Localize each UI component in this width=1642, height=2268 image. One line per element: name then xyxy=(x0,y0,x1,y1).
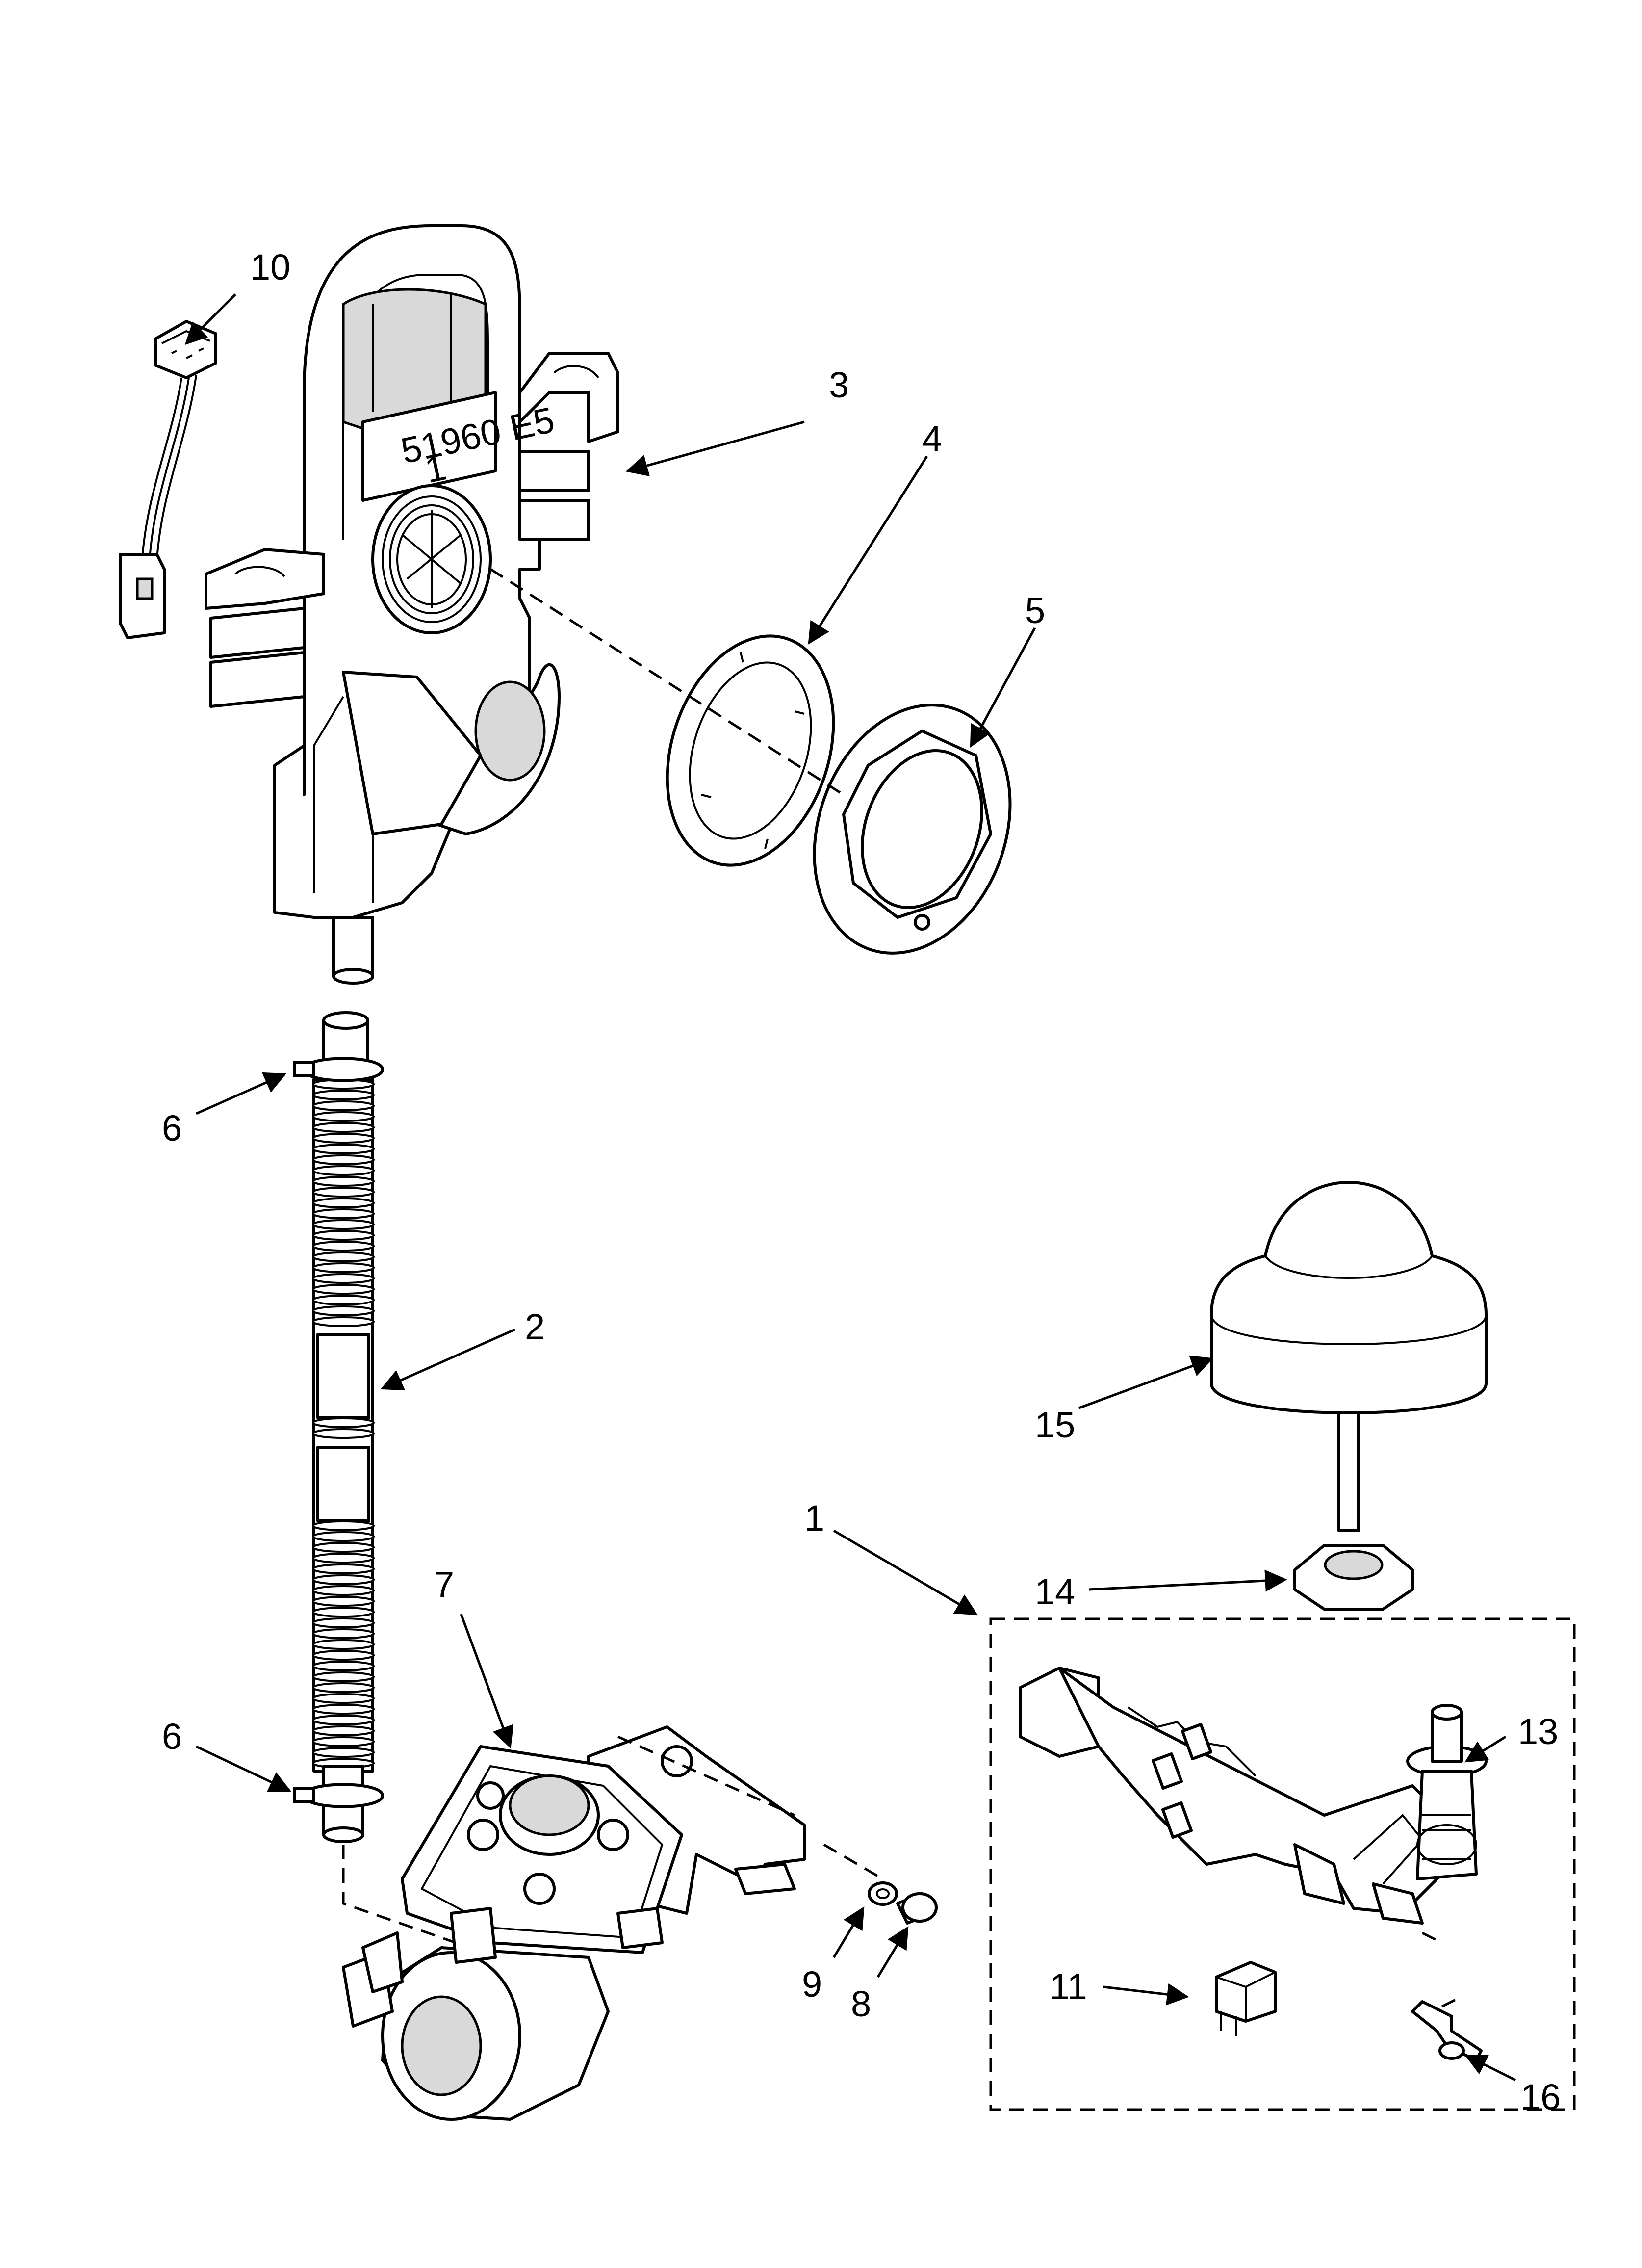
callout-1: 1 xyxy=(804,1498,824,1538)
hose-corrugation xyxy=(312,1671,375,1682)
hose-corrugation xyxy=(312,1316,375,1327)
hose-corrugation xyxy=(312,1628,375,1639)
hose-corrugation xyxy=(312,1607,375,1617)
hose-corrugation xyxy=(312,1428,375,1439)
part-13-float-guide[interactable] xyxy=(1406,1704,1488,1880)
hose-corrugation xyxy=(312,1176,375,1187)
hose-corrugation xyxy=(312,1305,375,1316)
callout-6-bottom: 6 xyxy=(162,1716,182,1757)
hose-corrugation xyxy=(312,1144,375,1154)
callout-5: 5 xyxy=(1025,590,1045,631)
hose-corrugation xyxy=(312,1564,375,1574)
part-6-hose-clamp-bottom[interactable] xyxy=(293,1783,384,1808)
hose-corrugation xyxy=(312,1100,375,1111)
hose-corrugation xyxy=(312,1661,375,1671)
callout-3: 3 xyxy=(829,365,849,405)
hose-corrugation xyxy=(312,1650,375,1661)
callout-14: 14 xyxy=(1035,1571,1075,1612)
part-5-nut[interactable] xyxy=(781,678,1044,981)
part-14-hex-nut[interactable] xyxy=(1293,1544,1414,1611)
hose-corrugation xyxy=(312,1262,375,1273)
hose-corrugation xyxy=(312,1284,375,1295)
part-7-water-valve[interactable] xyxy=(342,1725,806,2121)
part-10-wire-harness[interactable] xyxy=(119,320,217,639)
callout-10: 10 xyxy=(250,247,290,287)
assembly-line-16 xyxy=(1441,1995,1462,2008)
hose-corrugation xyxy=(312,1273,375,1284)
part-1-float-switch-bracket[interactable] xyxy=(1019,1667,1453,1925)
callout-9: 9 xyxy=(802,1964,822,2005)
part-11-micro-switch[interactable] xyxy=(1215,1961,1277,2036)
hose-corrugation xyxy=(312,1531,375,1542)
hose-corrugation xyxy=(312,1725,375,1736)
hose-corrugation xyxy=(312,1154,375,1165)
callout-8: 8 xyxy=(851,1983,871,2024)
hose-corrugation xyxy=(312,1693,375,1704)
callout-6-top: 6 xyxy=(162,1108,182,1148)
hose-corrugation xyxy=(312,1295,375,1305)
hose-corrugation xyxy=(312,1198,375,1208)
hose-corrugation xyxy=(312,1251,375,1262)
hose-corrugation xyxy=(312,1090,375,1100)
assembly-line-2-7 xyxy=(342,1845,457,1944)
hose-corrugation xyxy=(312,1219,375,1230)
hose-corrugation xyxy=(312,1704,375,1715)
hose-corrugation xyxy=(312,1639,375,1650)
part-4-gasket[interactable] xyxy=(640,614,862,886)
hose-corrugation xyxy=(312,1715,375,1725)
hose-corrugation xyxy=(312,1230,375,1241)
part-15-float[interactable] xyxy=(1210,1181,1488,1532)
part-2-fill-hose[interactable] xyxy=(312,1011,375,1843)
hose-corrugation xyxy=(312,1111,375,1122)
callout-16: 16 xyxy=(1520,2077,1561,2117)
hose-corrugation xyxy=(312,1520,375,1531)
assembly-line-7-bracket xyxy=(617,1735,884,1880)
callout-15: 15 xyxy=(1035,1405,1075,1445)
hose-corrugation xyxy=(312,1596,375,1607)
hose-corrugation xyxy=(312,1617,375,1628)
hose-corrugation xyxy=(312,1165,375,1176)
callout-2: 2 xyxy=(525,1306,545,1347)
callout-labels: 10 3 4 5 6 2 6 7 9 8 15 1 14 13 11 16 xyxy=(162,247,1561,2117)
hose-corrugation xyxy=(312,1682,375,1693)
hose-corrugation xyxy=(312,1574,375,1585)
part-3-fill-housing[interactable]: 51960 E5 1 xyxy=(205,224,619,985)
hose-corrugation xyxy=(312,1417,375,1428)
hose-corrugation xyxy=(312,1133,375,1144)
hose-corrugation xyxy=(312,1736,375,1747)
part-6-hose-clamp-top[interactable] xyxy=(293,1057,384,1082)
callout-4: 4 xyxy=(922,418,942,459)
hose-corrugation xyxy=(312,1585,375,1596)
hose-corrugation xyxy=(312,1208,375,1219)
part-1-assembly-box xyxy=(989,1617,1576,2111)
part-8-screw[interactable] xyxy=(896,1892,938,1925)
assembly-line-11 xyxy=(1421,1931,1443,1944)
hose-corrugation xyxy=(312,1542,375,1553)
hose-corrugation xyxy=(312,1747,375,1758)
hose-corrugation xyxy=(312,1122,375,1133)
hose-corrugation xyxy=(312,1553,375,1564)
part-16-switch-actuator[interactable] xyxy=(1411,2000,1483,2062)
hose-corrugation xyxy=(312,1187,375,1198)
callout-7: 7 xyxy=(434,1564,454,1605)
hose-corrugation xyxy=(312,1241,375,1251)
callout-13: 13 xyxy=(1518,1711,1558,1752)
part-9-washer[interactable] xyxy=(868,1881,898,1906)
callout-11: 11 xyxy=(1050,1966,1087,2007)
leader-lines xyxy=(184,293,1516,2082)
